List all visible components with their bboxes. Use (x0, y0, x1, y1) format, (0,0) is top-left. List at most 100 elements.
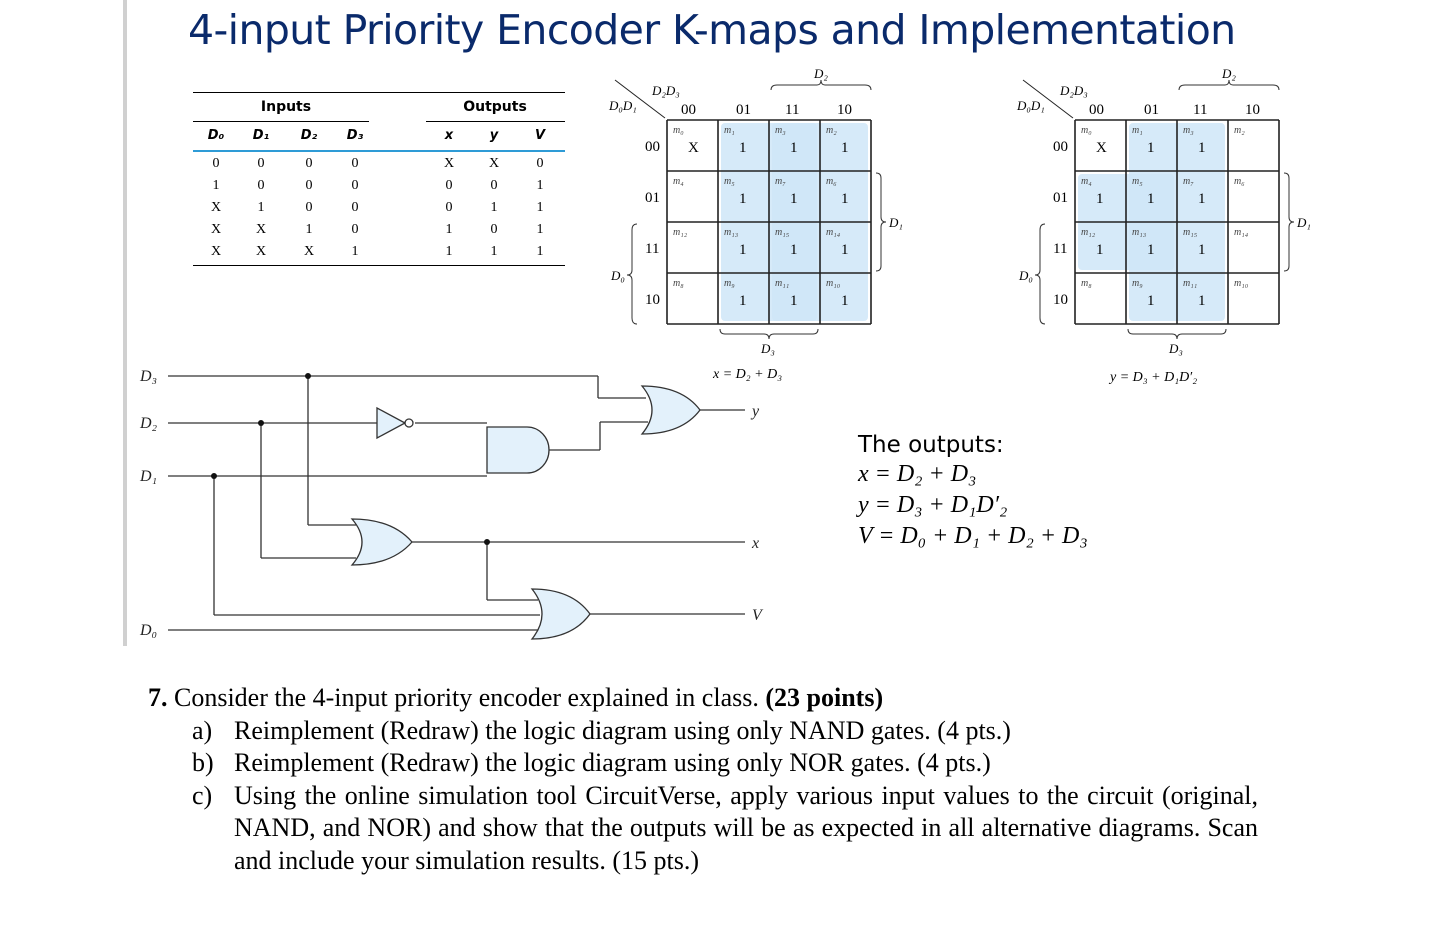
kmap-minterm: m₀ (673, 125, 684, 136)
table-cell: 0 (305, 178, 313, 193)
kmap-row-head: 01 (1053, 190, 1068, 206)
kmap-minterm: m₁₁ (775, 278, 789, 289)
kmap-corner-top: D₂D₃ (651, 83, 680, 98)
table-cell: 1 (536, 200, 544, 215)
table-rule-outputs (426, 121, 565, 122)
kmap-cell-value: 1 (790, 140, 798, 156)
slide-edge (123, 0, 127, 646)
question-item-c: c) Using the online simulation tool Circ… (192, 780, 1258, 875)
label-d2: D₂ (139, 415, 158, 432)
kmap-cell-value: 1 (790, 191, 798, 207)
kmap-minterm: m₅ (1132, 176, 1143, 187)
kmap-minterm: m₁₄ (826, 227, 841, 238)
table-header-rule (193, 150, 565, 152)
kmap-cell-value: 1 (1198, 242, 1206, 258)
kmap-row-head: 11 (645, 241, 659, 257)
table-cell: 0 (351, 222, 359, 237)
or-gate-v (530, 588, 591, 640)
label-d3: D₃ (139, 368, 157, 385)
kmap-label-d1: D₁ (888, 215, 903, 230)
table-cell: X (303, 244, 315, 259)
kmap-row-head: 10 (645, 292, 660, 308)
kmap-label-d3: D₃ (1168, 341, 1183, 356)
kmap-cell-value: 1 (841, 242, 849, 258)
label-d1: D₁ (139, 468, 157, 485)
not-gate (376, 406, 407, 440)
label-v: V (752, 607, 764, 624)
equation-v: V = D₀ + D₁ + D₂ + D₃ (858, 523, 1088, 549)
kmap-minterm: m₇ (1183, 176, 1194, 187)
table-cell: 1 (490, 244, 498, 259)
kmap-col-head: 01 (736, 102, 751, 118)
kmap-minterm: m₅ (724, 176, 735, 187)
table-cell: 0 (212, 156, 220, 171)
question-item-a: a) Reimplement (Redraw) the logic diagra… (192, 715, 1011, 745)
table-cell: X (210, 222, 222, 237)
kmap-minterm: m₁₂ (1081, 227, 1096, 238)
table-cell: 0 (257, 156, 265, 171)
table-cell: 1 (490, 200, 498, 215)
kmap-row-head: 00 (645, 139, 660, 155)
table-cell: X (488, 156, 500, 171)
col-d1: D₁ (252, 128, 270, 143)
kmap-cell-value: 1 (790, 242, 798, 258)
kmap-cell-value: 1 (1096, 242, 1104, 258)
table-rule-inputs (193, 121, 369, 122)
kmap-minterm: m₁₁ (1183, 278, 1197, 289)
table-cell: X (210, 200, 222, 215)
kmap-minterm: m₁ (1132, 125, 1143, 136)
table-cell: X (443, 156, 455, 171)
kmap-row-head: 01 (645, 190, 660, 206)
table-cell: 0 (445, 200, 453, 215)
kmap-cell-value: 1 (1147, 293, 1155, 309)
kmap-label-d2: D₂ (813, 66, 828, 81)
table-cell: X (255, 222, 267, 237)
table-cell: 1 (351, 244, 359, 259)
table-cell: 0 (351, 156, 359, 171)
kmap-brace (1283, 172, 1295, 272)
table-cell: 0 (351, 200, 359, 215)
kmap-col-head: 11 (1193, 102, 1207, 118)
table-cell: X (210, 244, 222, 259)
kmap-cell-value: 1 (1198, 191, 1206, 207)
kmap-cell-value: 1 (841, 191, 849, 207)
kmap-brace (1127, 328, 1227, 340)
kmap-minterm: m₃ (1183, 125, 1194, 136)
kmap-minterm: m₂ (826, 125, 837, 136)
kmap-minterm: m₁₃ (1132, 227, 1147, 238)
kmap-cell-value: 1 (739, 242, 747, 258)
table-cell: 1 (536, 244, 544, 259)
kmap-minterm: m₉ (1132, 278, 1143, 289)
kmap-cell-value: 1 (1147, 191, 1155, 207)
table-cell: 0 (257, 178, 265, 193)
kmap-minterm: m₉ (724, 278, 735, 289)
kmap-cell-value: 1 (841, 140, 849, 156)
kmap-minterm: m₁₅ (775, 227, 790, 238)
kmap-minterm: m₁₂ (673, 227, 688, 238)
kmap-brace (626, 223, 638, 325)
outputs-box: The outputs: x = D₂ + D₃ y = D₃ + D₁D′₂ … (858, 432, 1088, 552)
kmap-brace (1034, 223, 1046, 325)
kmap-row-head: 10 (1053, 292, 1068, 308)
kmap-corner-top: D₂D₃ (1059, 83, 1088, 98)
kmap-cell-value: 1 (739, 293, 747, 309)
table-cell: 1 (536, 222, 544, 237)
table-cell: 1 (212, 178, 220, 193)
table-group-outputs: Outputs (463, 99, 527, 115)
col-y: y (489, 128, 499, 143)
kmap-cell-value: 1 (739, 191, 747, 207)
label-d0: D₀ (139, 622, 157, 639)
question-stem: 7. Consider the 4-input priority encoder… (148, 682, 1258, 715)
kmap-brace (719, 328, 819, 340)
table-cell: 1 (445, 222, 453, 237)
kmap-col-head: 10 (837, 102, 852, 118)
kmap-minterm: m₁₀ (826, 278, 841, 289)
equation-y: y = D₃ + D₁D′₂ (858, 492, 1008, 518)
kmap-brace (770, 79, 872, 91)
kmap-col-head: 01 (1144, 102, 1159, 118)
kmap-minterm: m₀ (1081, 125, 1092, 136)
kmap-brace (1178, 79, 1280, 91)
kmap-minterm: m₂ (1234, 125, 1245, 136)
